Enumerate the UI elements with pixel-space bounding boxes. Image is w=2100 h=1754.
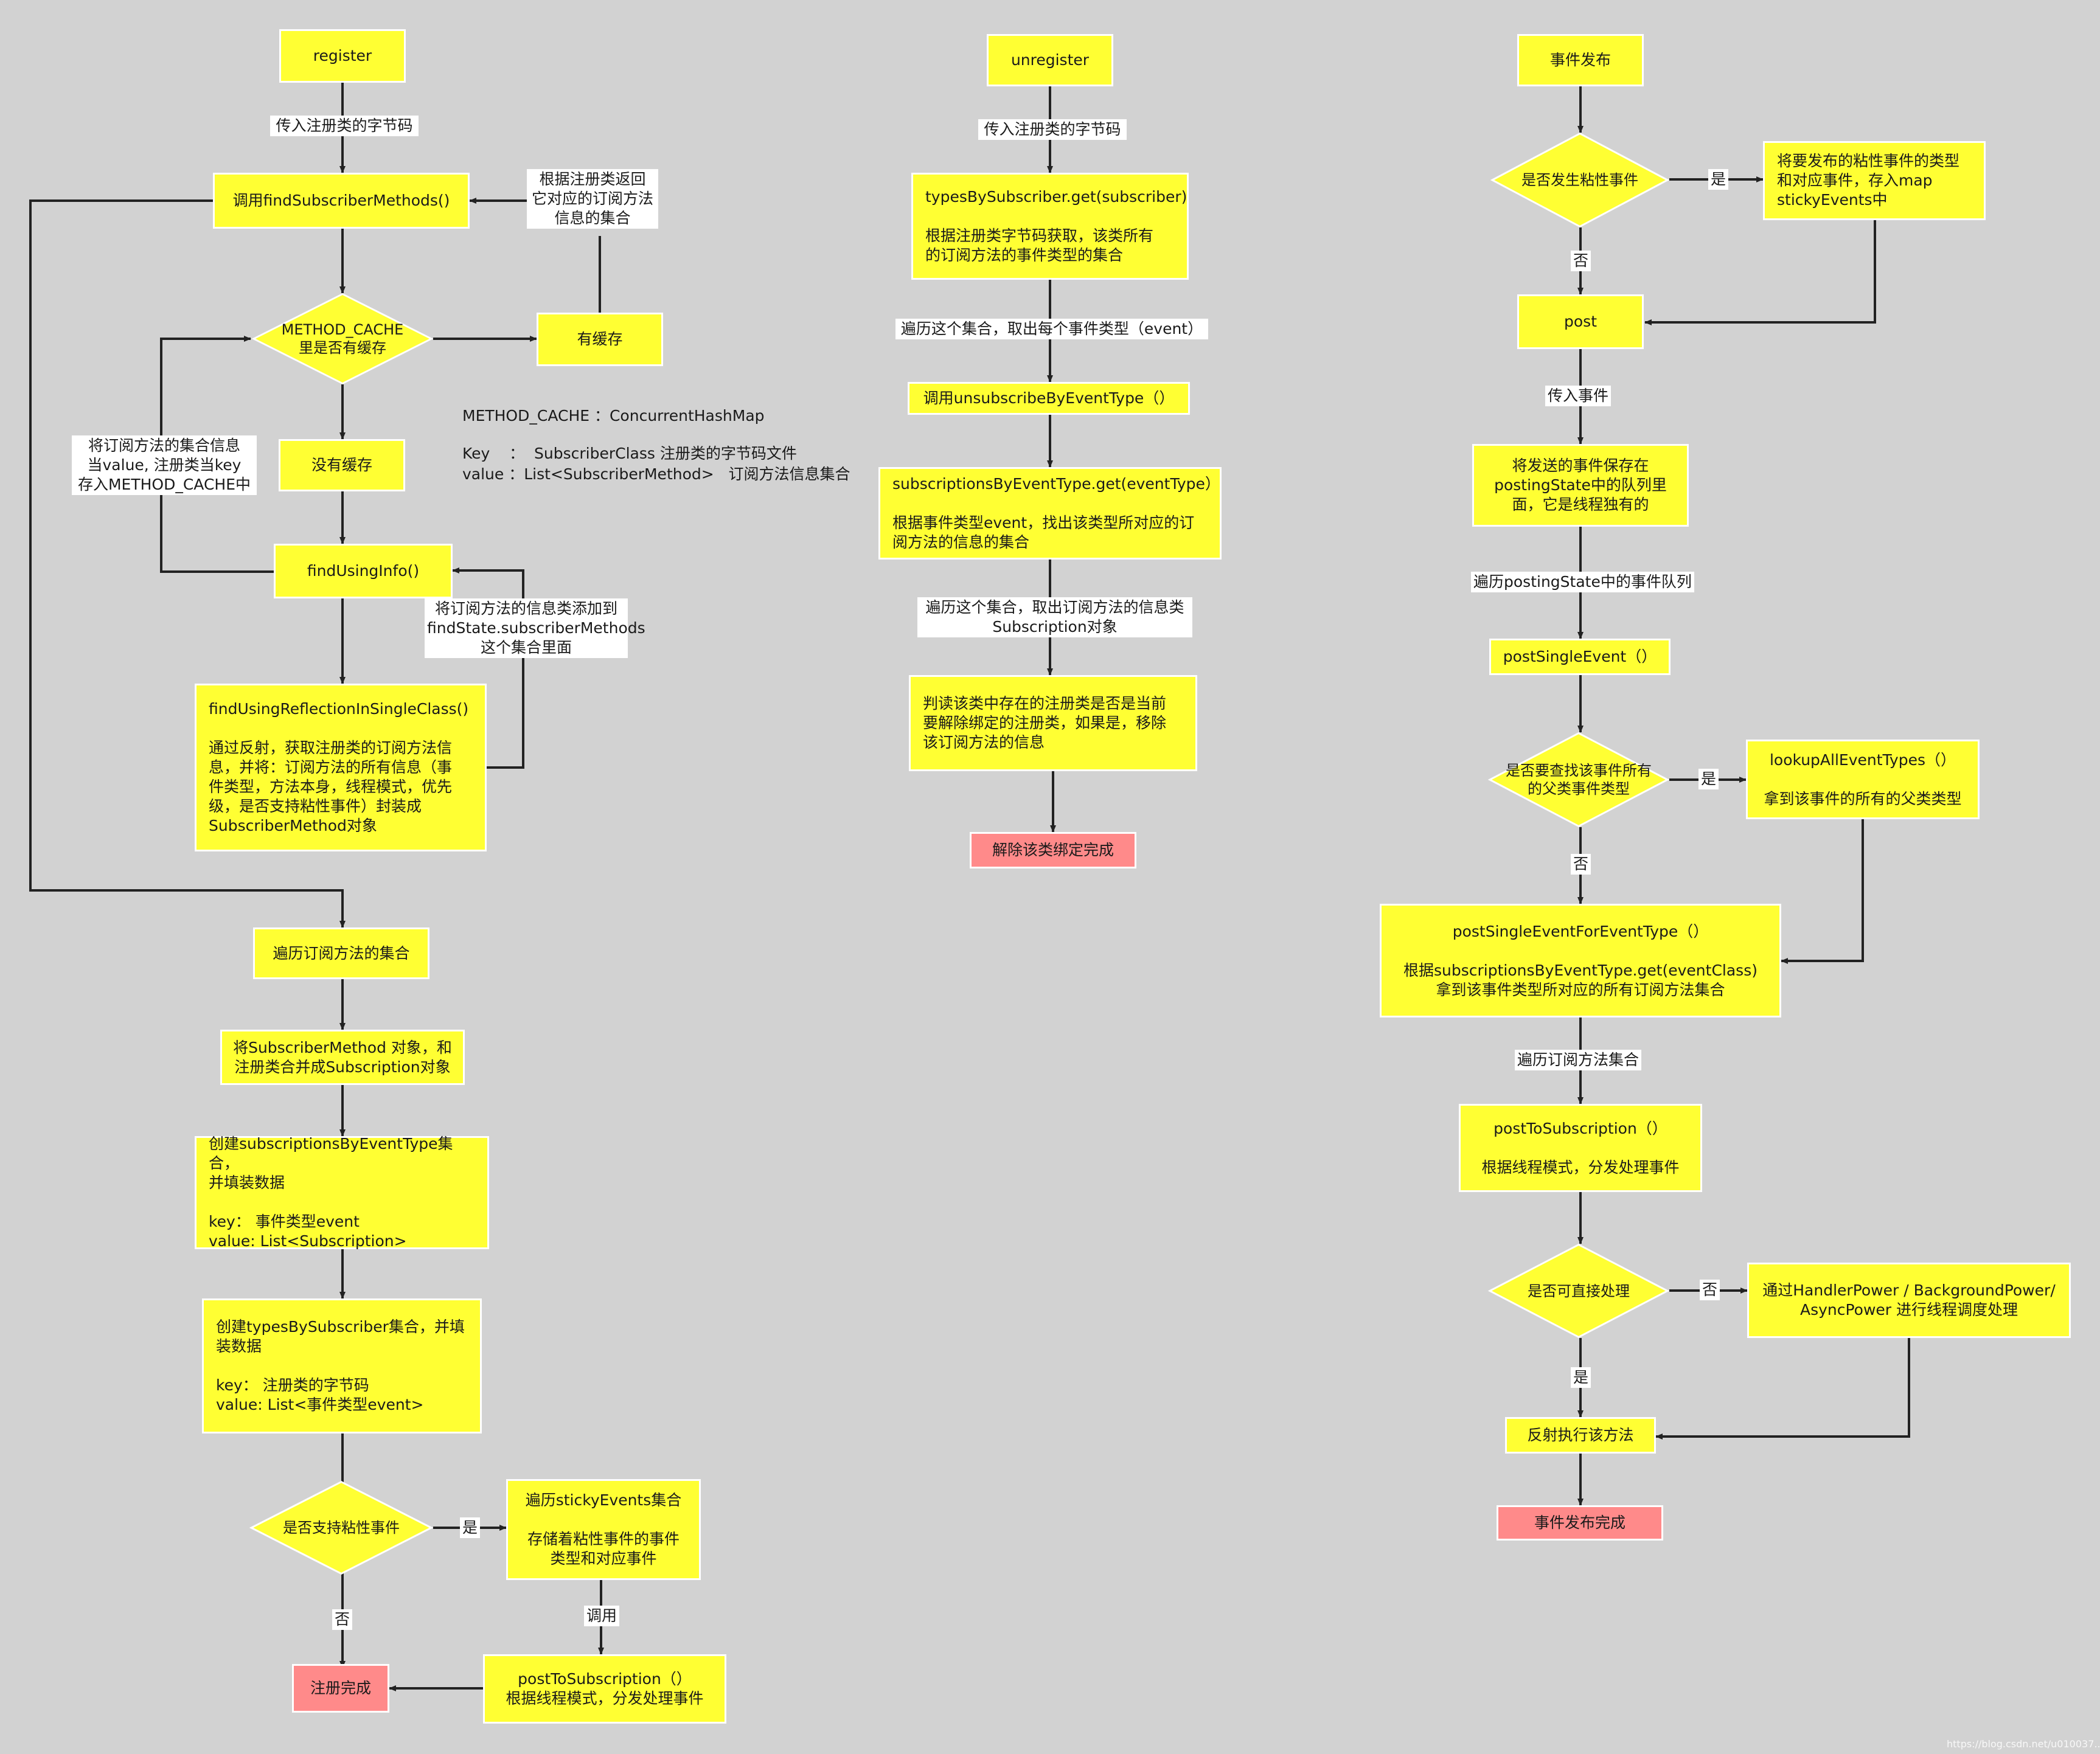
invoke-method-box: 反射执行该方法 — [1505, 1417, 1656, 1454]
lookup-parent-types-decision-text: 是否要查找该事件所有 的父类事件类型 — [1506, 762, 1652, 797]
save-to-posting-queue-box: 将发送的事件保存在 postingState中的队列里 面，它是线程独有的 — [1472, 444, 1689, 527]
unregister-done: 解除该类绑定完成 — [970, 832, 1136, 868]
judge-remove-subscription-box: 判读该类中存在的注册类是否是当前 要解除绑定的注册类，如果是，移除 该订阅方法的… — [909, 675, 1197, 771]
sticky-event-decision-text: 是否发生粘性事件 — [1521, 172, 1638, 189]
post-start: 事件发布 — [1517, 34, 1644, 86]
label-call: 调用 — [584, 1606, 620, 1626]
label-unregister-pass-bytecode: 传入注册类的字节码 — [978, 119, 1127, 140]
label-store-method-cache: 将订阅方法的集合信息 当value, 注册类当key 存入METHOD_CACH… — [72, 435, 257, 495]
label-post-sticky-no: 否 — [1571, 251, 1591, 271]
register-start: register — [279, 29, 406, 83]
register-post-to-subscription-box: postToSubscription（） 根据线程模式，分发处理事件 — [483, 1654, 726, 1724]
method-cache-note-line3: value ：List<SubscriberMethod> 订阅方法信息集合 — [462, 465, 850, 483]
iterate-methods-box: 遍历订阅方法的集合 — [253, 927, 429, 979]
watermark: https://blog.csdn.net/u010037... — [1947, 1738, 2100, 1750]
label-iterate-subscribed-methods: 遍历订阅方法集合 — [1515, 1050, 1642, 1070]
find-using-info-box: findUsingInfo() — [274, 544, 453, 598]
method-cache-note-line2: Key ： SubscriberClass 注册类的字节码文件 — [462, 445, 797, 462]
direct-handle-decision-text: 是否可直接处理 — [1528, 1282, 1630, 1300]
label-parent-no: 否 — [1571, 854, 1591, 875]
unregister-start: unregister — [987, 34, 1113, 86]
iterate-sticky-events-box: 遍历stickyEvents集合 存储着粘性事件的事件 类型和对应事件 — [506, 1479, 701, 1580]
label-iterate-posting-queue: 遍历postingState中的事件队列 — [1471, 572, 1694, 592]
lookup-all-event-types-box: lookupAllEventTypes（） 拿到该事件的所有的父类类型 — [1746, 740, 1980, 819]
label-post-sticky-yes: 是 — [1708, 169, 1729, 190]
sticky-support-decision-text: 是否支持粘性事件 — [283, 1519, 400, 1536]
no-cache-box: 没有缓存 — [279, 439, 405, 491]
post-to-subscription-box: postToSubscription（） 根据线程模式，分发处理事件 — [1459, 1104, 1702, 1192]
label-parent-yes: 是 — [1698, 769, 1719, 789]
call-find-subscriber-methods: 调用findSubscriberMethods() — [213, 173, 470, 229]
label-sticky-no: 否 — [332, 1609, 353, 1630]
register-done: 注册完成 — [292, 1664, 389, 1713]
label-return-method-set: 根据注册类返回 它对应的订阅方法 信息的集合 — [527, 169, 658, 229]
label-pass-bytecode: 传入注册类的字节码 — [270, 116, 419, 136]
combine-subscription-box: 将SubscriberMethod 对象，和 注册类合并成Subscriptio… — [220, 1030, 465, 1085]
subscriptions-by-event-type-get-box: subscriptionsByEventType.get(eventType） … — [878, 467, 1222, 560]
method-cache-decision-text: METHOD_CACHE 里是否有缓存 — [281, 321, 404, 356]
label-iterate-event-types: 遍历这个集合，取出每个事件类型（event） — [895, 319, 1208, 339]
sticky-support-decision: 是否支持粘性事件 — [249, 1481, 433, 1575]
post-single-event-box: postSingleEvent（） — [1489, 639, 1671, 675]
lookup-parent-types-decision: 是否要查找该事件所有 的父类事件类型 — [1488, 732, 1669, 827]
label-direct-no: 否 — [1700, 1280, 1720, 1300]
post-done: 事件发布完成 — [1497, 1505, 1663, 1541]
label-direct-yes: 是 — [1571, 1367, 1591, 1388]
find-using-reflection-box: findUsingReflectionInSingleClass() 通过反射，… — [195, 684, 487, 851]
method-cache-decision: METHOD_CACHE 里是否有缓存 — [252, 293, 433, 384]
thread-poster-box: 通过HandlerPower / BackgroundPower/ AsyncP… — [1747, 1263, 2071, 1338]
types-by-subscriber-get-box: typesBySubscriber.get(subscriber) 根据注册类字… — [911, 173, 1189, 280]
post-single-event-for-event-type-box: postSingleEventForEventType（） 根据subscrip… — [1380, 904, 1781, 1017]
store-sticky-events-box: 将要发布的粘性事件的类型 和对应事件，存入map stickyEvents中 — [1763, 141, 1986, 220]
create-subscriptions-by-event-type-box: 创建subscriptionsByEventType集合， 并填装数据 key：… — [195, 1135, 489, 1250]
label-add-subscriber-methods: 将订阅方法的信息类添加到 findState.subscriberMethods… — [425, 598, 645, 658]
label-iterate-subscriptions: 遍历这个集合，取出订阅方法的信息类 Subscription对象 — [917, 597, 1192, 637]
call-unsubscribe-by-event-type-box: 调用unsubscribeByEventType（） — [908, 382, 1190, 415]
label-pass-event: 传入事件 — [1545, 386, 1612, 406]
create-types-by-subscriber-box: 创建typesBySubscriber集合，并填 装数据 key： 注册类的字节… — [202, 1298, 482, 1433]
has-cache-box: 有缓存 — [537, 313, 663, 366]
sticky-event-decision: 是否发生粘性事件 — [1490, 133, 1669, 227]
post-box: post — [1517, 294, 1644, 349]
direct-handle-decision: 是否可直接处理 — [1488, 1244, 1669, 1338]
method-cache-note-line1: METHOD_CACHE ：ConcurrentHashMap — [462, 407, 765, 425]
label-sticky-yes: 是 — [460, 1517, 481, 1538]
